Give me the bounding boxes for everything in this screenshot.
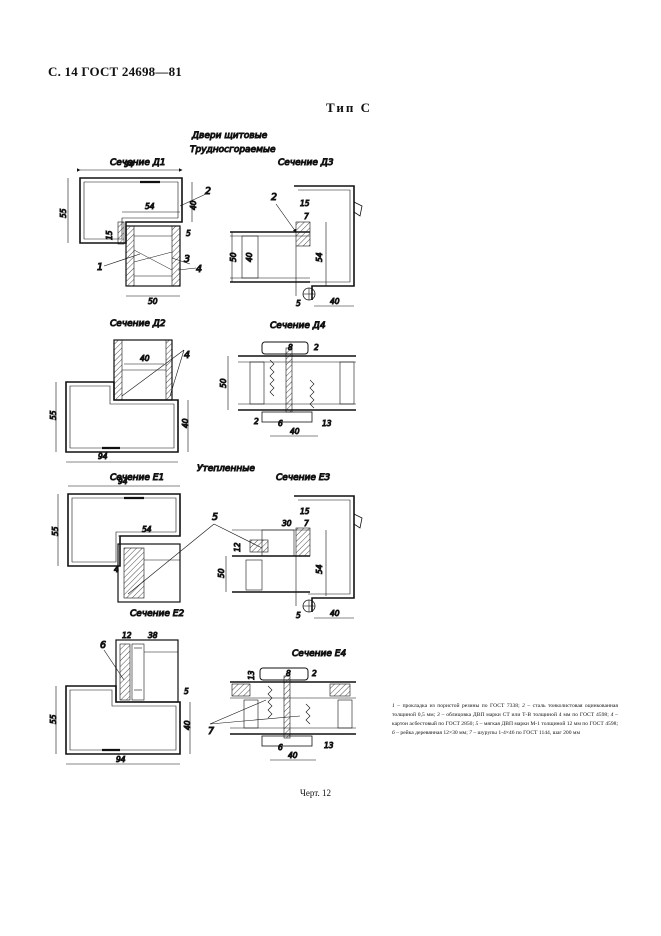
d3-dim-40b: 40	[330, 297, 340, 306]
type-title: Тип С	[326, 100, 372, 115]
e4-dim-8: 8	[286, 669, 291, 678]
e2-callout-6: 6	[100, 640, 106, 651]
d1-dim-54: 54	[145, 202, 155, 211]
section-e1-drawing: Сечение Е1 94 54 55 4 5	[51, 473, 263, 603]
d4-dim-8: 8	[288, 343, 293, 352]
e2-dim-5: 5	[184, 687, 189, 696]
e1-dim-55: 55	[51, 526, 60, 536]
e3-dim-40: 40	[330, 609, 340, 618]
legend-item-3: облицовка ДВП марки СТ или Т-В толщиной …	[446, 712, 609, 719]
section-e2-drawing: Сечение Е2 12 38 6 55 40 5 94	[49, 609, 193, 765]
legend-item-6: рейка деревянная 12×30 мм;	[400, 730, 468, 737]
section-e2-label: Сечение Е2	[130, 609, 184, 619]
e2-dim-94: 94	[116, 755, 126, 764]
d3-dim-5: 5	[296, 299, 301, 308]
e4-dim-13: 13	[247, 670, 256, 680]
d4-dim-50: 50	[219, 378, 228, 388]
e4-callout-7: 7	[208, 726, 214, 737]
section-d2-drawing: Сечение Д2 40 4 55 40 94	[49, 319, 191, 463]
d1-dim-94: 94	[124, 160, 134, 169]
e3-dim-50: 50	[217, 568, 226, 578]
d2-callout-4: 4	[184, 350, 190, 361]
legend-item-2: сталь тонколистовая оцинкованная толщино…	[392, 703, 618, 719]
legend-num-2: 2	[522, 703, 525, 709]
e3-dim-15: 15	[300, 507, 310, 516]
section-e4-drawing: Сечение Е4 13 8 2 6 40 13 7	[208, 649, 356, 761]
section-e1-label: Сечение Е1	[110, 473, 164, 483]
d1-callout-4: 4	[196, 264, 202, 275]
d3-dim-15: 15	[300, 199, 310, 208]
d4-dim-40: 40	[290, 427, 300, 436]
section-d4-label: Сечение Д4	[270, 321, 326, 331]
d1-dim-5: 5	[186, 229, 191, 238]
d4-dim-2: 2	[314, 343, 319, 352]
legend-item-1: прокладка из пористой резины по ГОСТ 733…	[402, 703, 520, 709]
legend-num-3: 3	[437, 712, 440, 719]
e3-dim-30: 30	[282, 519, 292, 528]
e2-dim-12: 12	[122, 631, 132, 640]
e2-dim-40: 40	[183, 720, 192, 730]
d1-callout-1: 1	[97, 262, 103, 273]
e3-dim-12: 12	[233, 542, 242, 552]
d1-dim-55: 55	[59, 208, 68, 218]
page-header: С. 14 ГОСТ 24698—81	[48, 64, 182, 79]
group-title-fire: Трудносгораемые	[190, 145, 276, 155]
e1-callout-5: 5	[212, 512, 218, 523]
d1-callout-2: 2	[205, 186, 211, 197]
e4-dim-13b: 13	[324, 741, 334, 750]
legend-num-1: 1	[392, 703, 395, 709]
e3-dim-7: 7	[304, 519, 309, 528]
d2-dim-55: 55	[49, 410, 58, 420]
d1-dim-50: 50	[148, 297, 158, 306]
d1-callout-3: 3	[184, 254, 190, 265]
d1-dim-15: 15	[105, 230, 114, 240]
d2-dim-94: 94	[98, 452, 108, 461]
d2-dim-40: 40	[140, 354, 150, 363]
legend-num-5: 5	[475, 721, 479, 728]
legend-num-7: 7	[469, 730, 472, 737]
d3-dim-50: 50	[229, 252, 238, 262]
e4-dim-2: 2	[312, 669, 317, 678]
e4-dim-40: 40	[288, 751, 298, 760]
section-d3-label: Сечение Д3	[278, 158, 334, 168]
section-e3-label: Сечение Е3	[276, 473, 330, 483]
d4-dim-2b: 2	[254, 417, 259, 426]
legend: 1 – прокладка из пористой резины по ГОСТ…	[392, 703, 618, 737]
e3-dim-5: 5	[296, 611, 301, 620]
section-d2-label: Сечение Д2	[110, 319, 166, 329]
e3-dim-54: 54	[315, 564, 324, 574]
legend-item-4: картон асбестовый по ГОСТ 2850;	[392, 721, 475, 728]
section-d1-label: Сечение Д1	[110, 158, 166, 168]
section-d1-drawing: Сечение Д1 94 54 55 40 15 50 5 2	[59, 158, 212, 307]
group-title-main: Двери щитовые	[191, 131, 268, 141]
legend-num-6: 6	[392, 730, 395, 737]
d2-dim-40b: 40	[181, 418, 190, 428]
section-e3-drawing: Сечение Е3 30 15 7 12 50 54 5 40	[217, 473, 363, 621]
d3-dim-7: 7	[304, 212, 309, 221]
legend-item-7: шурупы 1-4×46 по ГОСТ 1144, шаг 200 мм	[477, 730, 580, 737]
legend-item-5: мягкая ДВП марки М-1 толщиной 12 мм по Г…	[483, 721, 618, 728]
section-e4-label: Сечение Е4	[292, 649, 346, 659]
d1-dim-40: 40	[189, 200, 198, 210]
e1-dim-4: 4	[114, 565, 119, 574]
legend-num-4: 4	[610, 712, 614, 719]
d4-dim-6: 6	[278, 419, 283, 428]
section-d3-drawing: Сечение Д3 2 15 7 50 40 54 5 40	[229, 158, 363, 309]
e2-dim-38: 38	[148, 631, 158, 640]
e1-dim-54: 54	[142, 525, 152, 534]
d3-callout-2: 2	[271, 192, 277, 203]
group-title-insulated: Утепленные	[197, 464, 255, 474]
d3-dim-54: 54	[315, 252, 324, 262]
figure-caption: Черт. 12	[300, 788, 331, 798]
e4-dim-6: 6	[278, 743, 283, 752]
e1-dim-94: 94	[118, 477, 128, 486]
d4-dim-13: 13	[322, 419, 332, 428]
e2-dim-55: 55	[49, 714, 58, 724]
d3-dim-40: 40	[245, 252, 254, 262]
section-d4-drawing: Сечение Д4 8 2 50 2 6 40 13	[219, 321, 356, 437]
